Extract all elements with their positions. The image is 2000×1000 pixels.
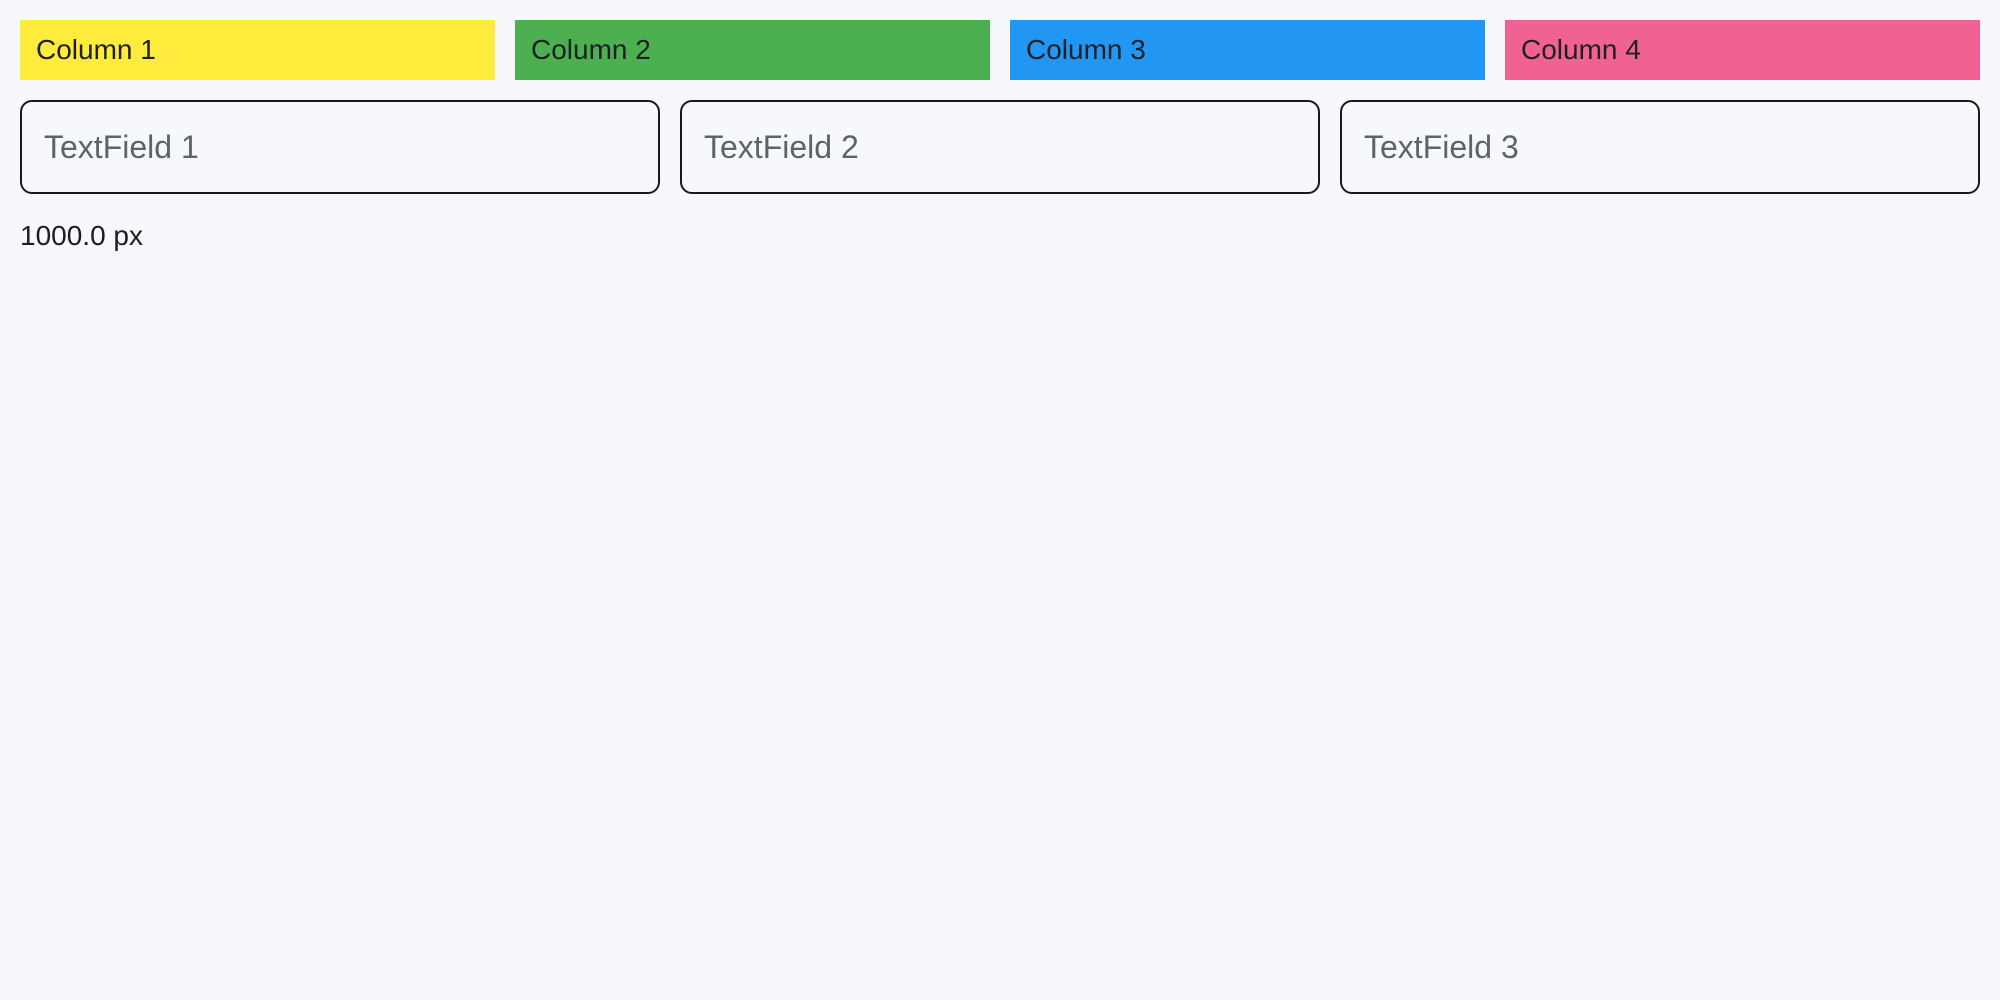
column-header-2: Column 2 [515, 20, 990, 80]
column-header-4: Column 4 [1505, 20, 1980, 80]
textfield-row [20, 100, 1980, 194]
column-header-4-label: Column 4 [1521, 34, 1641, 65]
column-header-row: Column 1 Column 2 Column 3 Column 4 [20, 20, 1980, 80]
textfield-3[interactable] [1340, 100, 1980, 194]
column-header-2-label: Column 2 [531, 34, 651, 65]
column-header-1: Column 1 [20, 20, 495, 80]
column-header-1-label: Column 1 [36, 34, 156, 65]
textfield-1[interactable] [20, 100, 660, 194]
column-header-3-label: Column 3 [1026, 34, 1146, 65]
textfield-2[interactable] [680, 100, 1320, 194]
column-header-3: Column 3 [1010, 20, 1485, 80]
width-readout: 1000.0 px [20, 220, 143, 251]
